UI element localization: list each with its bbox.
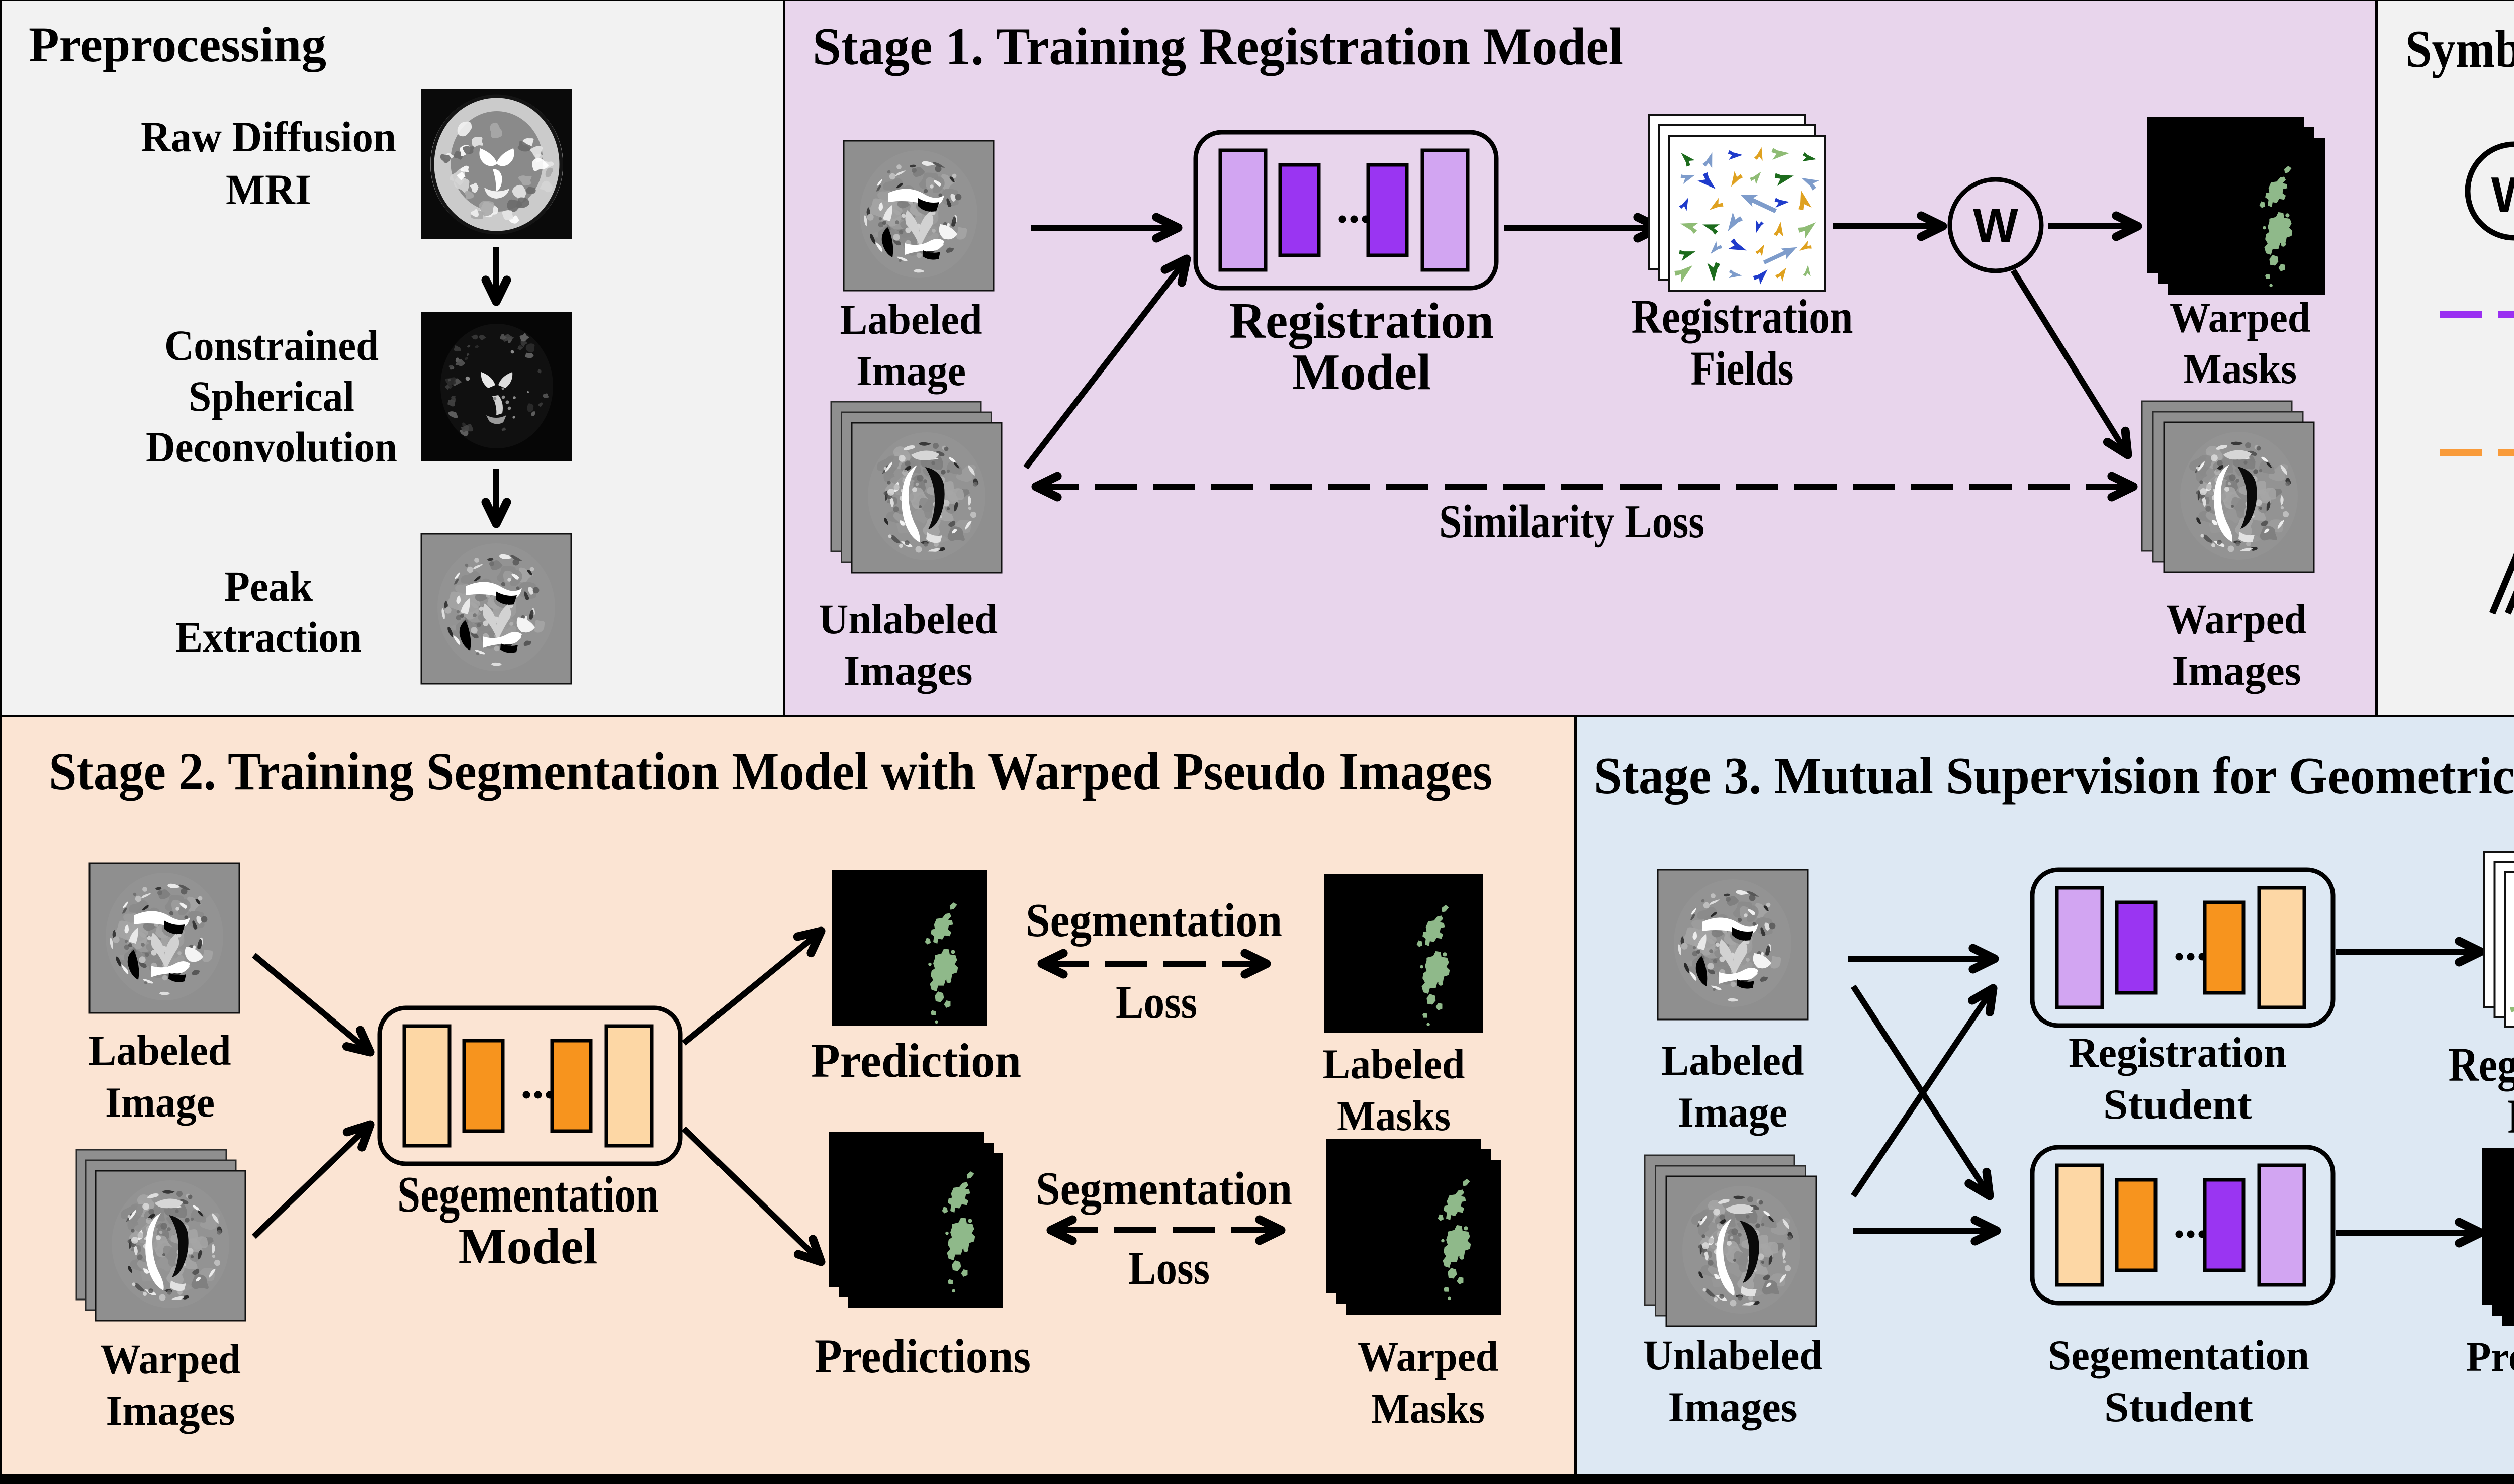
svg-text:W: W xyxy=(1973,199,2018,252)
svg-text:Predictions: Predictions xyxy=(815,1329,1031,1383)
svg-text:Extraction: Extraction xyxy=(175,613,362,661)
svg-text:Constrained: Constrained xyxy=(164,321,379,369)
svg-text:Loss: Loss xyxy=(1128,1242,1210,1294)
svg-text:Segementation: Segementation xyxy=(2048,1332,2309,1379)
svg-text:Prediction: Prediction xyxy=(811,1034,1021,1087)
svg-text:W: W xyxy=(2491,167,2514,222)
svg-text:Warped: Warped xyxy=(2166,596,2307,643)
svg-text:Deconvolution: Deconvolution xyxy=(146,423,397,471)
svg-text:Student: Student xyxy=(2103,1081,2252,1128)
svg-text:Registration: Registration xyxy=(1229,293,1494,349)
svg-text:Spherical: Spherical xyxy=(189,372,354,420)
svg-text:Unlabeled: Unlabeled xyxy=(819,596,998,643)
svg-text:MRI: MRI xyxy=(226,165,311,214)
svg-text:Registration: Registration xyxy=(1632,290,1853,343)
svg-text:Unlabeled: Unlabeled xyxy=(1643,1332,1822,1379)
svg-text:Labeled: Labeled xyxy=(89,1027,231,1074)
svg-text:Peak: Peak xyxy=(224,562,313,610)
svg-text:Warped: Warped xyxy=(100,1336,241,1383)
svg-text:Preprocessing: Preprocessing xyxy=(29,17,326,72)
svg-text:Image: Image xyxy=(1678,1089,1787,1136)
svg-text:Fields: Fields xyxy=(2508,1089,2514,1143)
svg-text:Probability: Probability xyxy=(2466,1333,2514,1380)
svg-text:Masks: Masks xyxy=(1337,1092,1451,1140)
svg-text:Stage 1. Training Registration: Stage 1. Training Registration Model xyxy=(813,17,1623,76)
svg-text:Warped: Warped xyxy=(1358,1333,1498,1380)
svg-text:Segementation: Segementation xyxy=(397,1166,659,1223)
svg-text:Masks: Masks xyxy=(1371,1385,1485,1432)
svg-text:Stage 3. Mutual Supervision fo: Stage 3. Mutual Supervision for Geometri… xyxy=(1594,746,2514,805)
svg-text:Warped: Warped xyxy=(2170,294,2310,341)
svg-text:Labeled: Labeled xyxy=(1323,1041,1465,1088)
svg-text:Images: Images xyxy=(106,1387,235,1434)
svg-text:Fields: Fields xyxy=(1691,341,1794,395)
svg-text:Image: Image xyxy=(105,1079,215,1126)
svg-text:Images: Images xyxy=(1668,1383,1798,1431)
svg-text:Masks: Masks xyxy=(2183,345,2297,393)
svg-text:Image: Image xyxy=(856,347,966,395)
svg-text:Symbol Legend: Symbol Legend xyxy=(2405,20,2514,78)
svg-text:Student: Student xyxy=(2104,1383,2253,1431)
svg-text:Images: Images xyxy=(2172,647,2301,694)
svg-text:Similarity Loss: Similarity Loss xyxy=(1439,496,1704,548)
svg-text:Loss: Loss xyxy=(1116,976,1197,1029)
svg-text:Labeled: Labeled xyxy=(840,296,982,343)
svg-text:Model: Model xyxy=(1292,344,1431,401)
svg-text:Labeled: Labeled xyxy=(1662,1037,1804,1084)
svg-text:Segmentation: Segmentation xyxy=(1036,1163,1292,1215)
svg-text:Raw Diffusion: Raw Diffusion xyxy=(141,113,396,161)
svg-text:Segmentation: Segmentation xyxy=(1026,894,1282,947)
svg-text:Registration: Registration xyxy=(2449,1038,2514,1091)
svg-text:Stage 2. Training Segmentation: Stage 2. Training Segmentation Model wit… xyxy=(49,742,1492,801)
svg-text:Images: Images xyxy=(844,647,973,694)
svg-text:Registration: Registration xyxy=(2069,1029,2287,1076)
svg-text:Model: Model xyxy=(459,1218,598,1275)
